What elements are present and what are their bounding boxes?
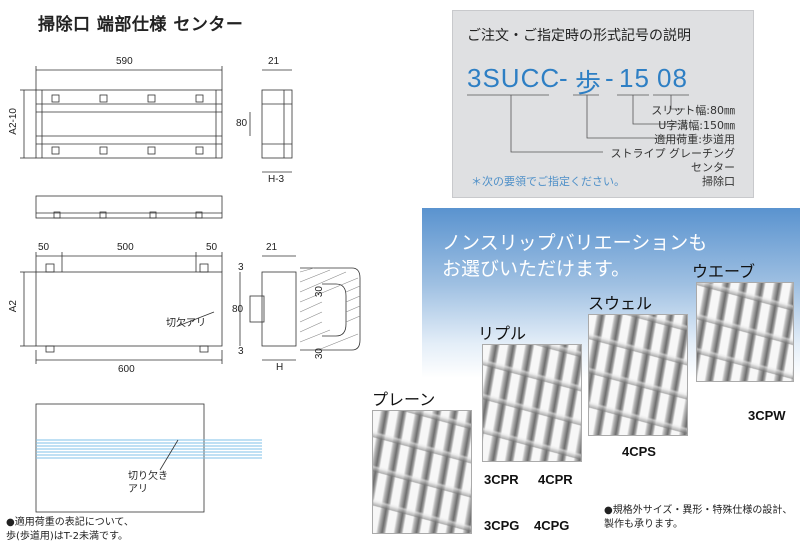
- banner-text: ノンスリップバリエーションも お選びいただけます。: [442, 230, 707, 282]
- legend-slit-width: スリット幅:80㎜: [651, 104, 735, 117]
- code-dash-1: -: [559, 63, 569, 93]
- footnote-custom-line-1: ●規格外サイズ・異形・特殊仕様の設計、: [604, 505, 793, 516]
- code-part-slit: 08: [657, 63, 688, 93]
- technical-drawings: [20, 66, 361, 513]
- wave-label: ウエーブ: [692, 262, 756, 281]
- dim-80-top: 80: [236, 118, 248, 129]
- plain-label: プレーン: [372, 390, 436, 409]
- dim-30a: 30: [314, 286, 325, 298]
- dim-h: H: [276, 362, 284, 373]
- code-dash-2: -: [605, 63, 615, 93]
- legend-stripe: ストライプ グレーチング: [610, 147, 736, 160]
- banner-line-2: お選びいただけます。: [442, 258, 631, 280]
- dim-h3: H-3: [268, 174, 285, 185]
- dim-50-right: 50: [206, 242, 218, 253]
- plain-code-1: 3CPG: [484, 518, 520, 533]
- ripple-label: リプル: [478, 324, 527, 343]
- swell-label: スウェル: [588, 294, 653, 313]
- page-title: 掃除口 端部仕様 センター: [38, 15, 244, 35]
- footnote-custom-line-2: 製作も承ります。: [604, 519, 683, 530]
- code-part-series: 3SUCC: [467, 63, 561, 93]
- swell-code: 4CPS: [622, 444, 656, 459]
- footnote-load-line-1: ●適用荷重の表記について、: [6, 517, 134, 528]
- dim-80-bottom: 80: [232, 304, 244, 315]
- spec-note: ＊次の要領でご指定ください。: [471, 175, 625, 188]
- plain-code-2: 4CPG: [534, 518, 570, 533]
- dim-a2: A2: [8, 300, 19, 313]
- ripple-code-2: 4CPR: [538, 472, 573, 487]
- swell-grating-image: [588, 314, 688, 436]
- dim-a2-10: A2-10: [8, 108, 19, 135]
- spec-box: ご注文・ご指定時の形式記号の説明 3SUCC - 歩 - 15 08 スリット幅…: [452, 10, 754, 198]
- label-notch: 切欠アリ: [166, 318, 206, 329]
- dim-3a: 3: [238, 262, 244, 273]
- code-leader-lines: [467, 94, 689, 153]
- dim-21-top: 21: [268, 56, 280, 67]
- dim-30b: 30: [314, 348, 325, 360]
- wave-grating-image: [696, 282, 794, 382]
- code-part-width: 15: [619, 63, 650, 93]
- legend-load: 適用荷重:歩道用: [654, 133, 735, 146]
- dim-500: 500: [117, 242, 134, 253]
- legend-cleanout: 掃除口: [702, 175, 735, 188]
- wave-code: 3CPW: [748, 408, 786, 423]
- dim-600: 600: [118, 364, 135, 375]
- label-notch-plan: 切り欠き アリ: [128, 471, 168, 495]
- plain-grating-image: [372, 410, 472, 534]
- dim-590: 590: [116, 56, 133, 67]
- footnote-load: ●適用荷重の表記について、 歩(歩道用)はT-2未満です。: [6, 516, 134, 544]
- dim-21-bottom: 21: [266, 242, 278, 253]
- footnote-custom: ●規格外サイズ・異形・特殊仕様の設計、 製作も承ります。: [604, 504, 792, 532]
- ripple-grating-image: [482, 344, 582, 462]
- ripple-code-1: 3CPR: [484, 472, 519, 487]
- dim-50-left: 50: [38, 242, 50, 253]
- code-part-load: 歩: [575, 68, 603, 98]
- legend-center: センター: [691, 161, 735, 174]
- top-view-outline: [35, 89, 223, 159]
- legend-ditch-width: U字溝幅:150㎜: [658, 119, 735, 132]
- banner-line-1: ノンスリップバリエーションも: [442, 232, 708, 254]
- spec-title: ご注文・ご指定時の形式記号の説明: [467, 28, 691, 44]
- footnote-load-line-2: 歩(歩道用)はT-2未満です。: [6, 531, 128, 542]
- dim-3b: 3: [238, 346, 244, 357]
